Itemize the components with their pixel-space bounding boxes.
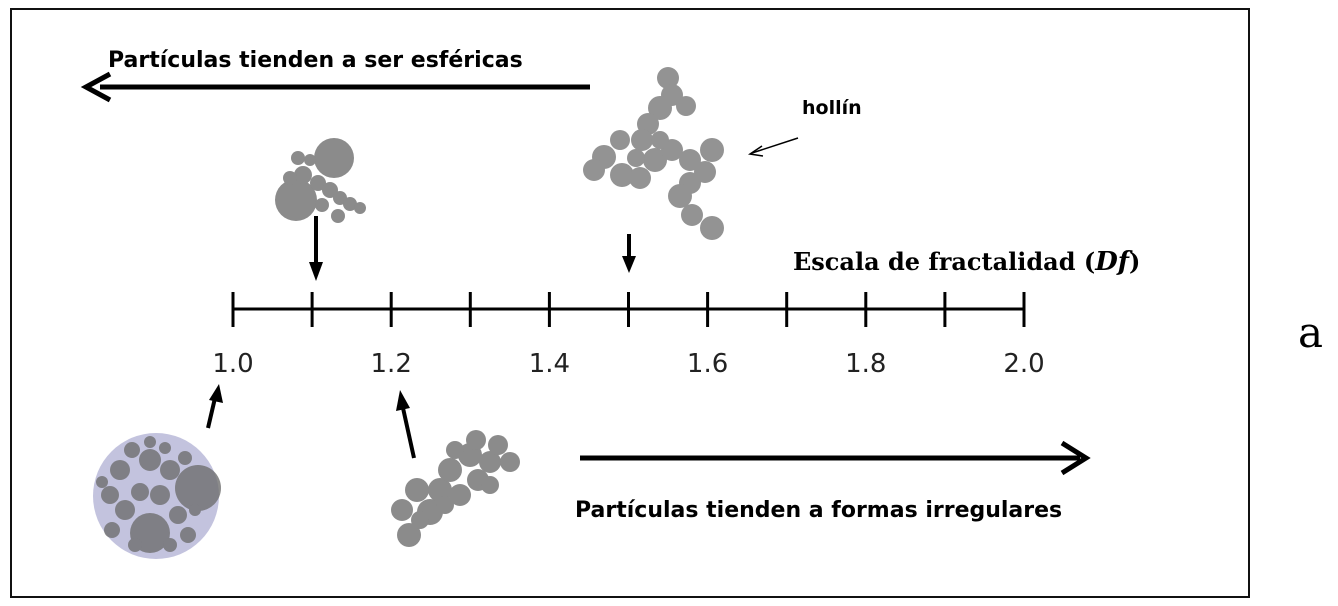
scale-title-symbol: Df [1094, 247, 1133, 277]
spherical-trend-arrow [80, 71, 590, 103]
scale-tick-label: 1.0 [212, 349, 253, 379]
scale-title: Escala de fractalidad (Df) [793, 247, 1140, 277]
pointer-arrow-1-5 [622, 234, 636, 273]
soot-aggregate [583, 67, 724, 240]
soot-pointer-line [751, 137, 799, 154]
scale-tick-label: 2.0 [1003, 349, 1044, 379]
fractality-scale-axis: 1.0 1.2 1.4 1.6 1.8 2.0 [212, 292, 1045, 379]
elongated-aggregate [391, 430, 520, 547]
scale-title-prefix: Escala de fractalidad ( [793, 247, 1095, 276]
irregular-trend-label: Partículas tienden a formas irregulares [575, 498, 1062, 523]
scale-tick-label: 1.2 [371, 349, 412, 379]
compact-aggregate [275, 138, 366, 223]
pointer-arrow-1-0 [206, 384, 223, 429]
panel-letter: a [1298, 308, 1323, 357]
spherical-particle [93, 433, 221, 559]
pointer-arrow-1-1 [309, 216, 323, 281]
pointer-arrow-1-2 [396, 390, 416, 459]
soot-pointer-head [747, 145, 764, 157]
spherical-trend-label: Partículas tienden a ser esféricas [108, 48, 523, 73]
scale-tick-label: 1.6 [687, 349, 728, 379]
soot-label: hollín [802, 97, 862, 119]
scale-tick-label: 1.8 [845, 349, 886, 379]
diagram-frame [10, 8, 1250, 598]
scale-title-suffix: ) [1129, 247, 1140, 276]
scale-tick-label: 1.4 [529, 349, 570, 379]
irregular-trend-arrow [580, 440, 1091, 476]
pointer-arrows [206, 216, 636, 459]
